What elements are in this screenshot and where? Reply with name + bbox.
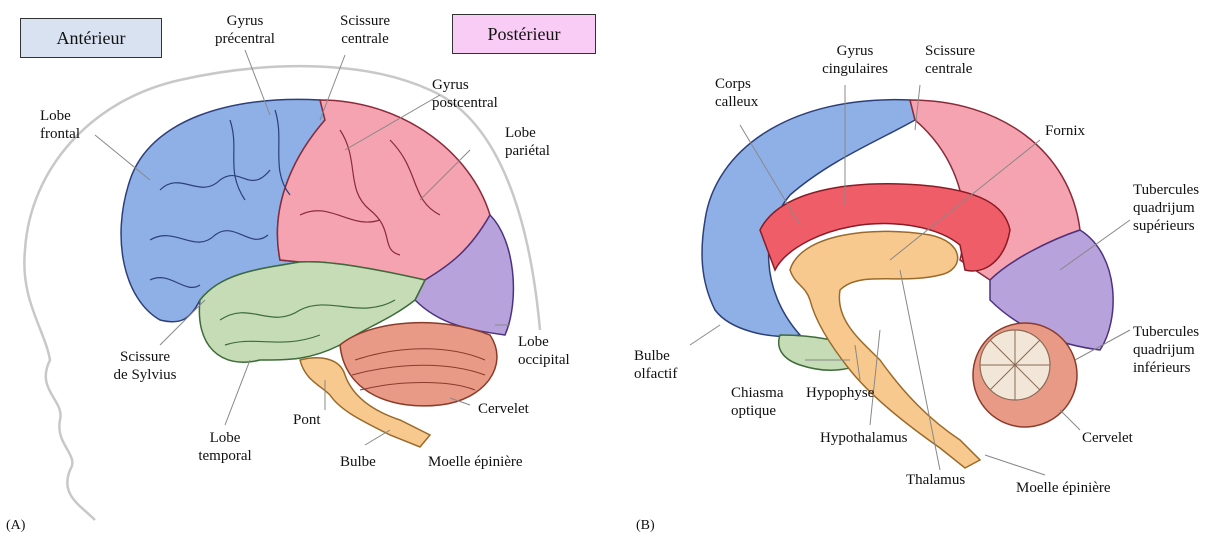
posterior-box: Postérieur bbox=[452, 14, 596, 54]
label-cervelet-b: Cervelet bbox=[1082, 429, 1162, 447]
label-tub-sup: Tubercules quadrijum supérieurs bbox=[1133, 181, 1223, 235]
label-hypophyse: Hypophyse bbox=[806, 384, 896, 402]
label-lobe-frontal: Lobe frontal bbox=[40, 107, 110, 143]
label-hypothalamus: Hypothalamus bbox=[820, 429, 930, 447]
label-fornix: Fornix bbox=[1045, 122, 1105, 140]
anterior-box: Antérieur bbox=[20, 18, 162, 58]
label-moelle-b: Moelle épinière bbox=[1016, 479, 1146, 497]
label-tub-inf: Tubercules quadrijum inférieurs bbox=[1133, 323, 1223, 377]
label-chiasma: Chiasma optique bbox=[731, 384, 801, 420]
label-scissure-centrale-a: Scissure centrale bbox=[325, 12, 405, 48]
label-lobe-occipital: Lobe occipital bbox=[518, 333, 598, 369]
label-pont: Pont bbox=[293, 411, 333, 429]
label-gyrus-postcentral: Gyrus postcentral bbox=[432, 76, 522, 112]
label-cervelet-a: Cervelet bbox=[478, 400, 558, 418]
panel-b-tag: (B) bbox=[636, 518, 655, 534]
label-gyrus-precentral: Gyrus précentral bbox=[200, 12, 290, 48]
cerebellum bbox=[340, 323, 497, 406]
label-scissure-centrale-b: Scissure centrale bbox=[925, 42, 1005, 78]
label-corps-calleux: Corps calleux bbox=[715, 75, 785, 111]
label-lobe-temporal: Lobe temporal bbox=[180, 429, 270, 465]
panel-a-tag: (A) bbox=[6, 518, 25, 534]
label-lobe-parietal: Lobe pariétal bbox=[505, 124, 575, 160]
label-thalamus: Thalamus bbox=[906, 471, 986, 489]
label-scissure-sylvius: Scissure de Sylvius bbox=[100, 348, 190, 384]
label-moelle-a: Moelle épinière bbox=[428, 453, 558, 471]
label-bulbe-olfactif: Bulbe olfactif bbox=[634, 347, 694, 383]
label-bulbe: Bulbe bbox=[340, 453, 390, 471]
label-gyrus-cingulaires: Gyrus cingulaires bbox=[810, 42, 900, 78]
